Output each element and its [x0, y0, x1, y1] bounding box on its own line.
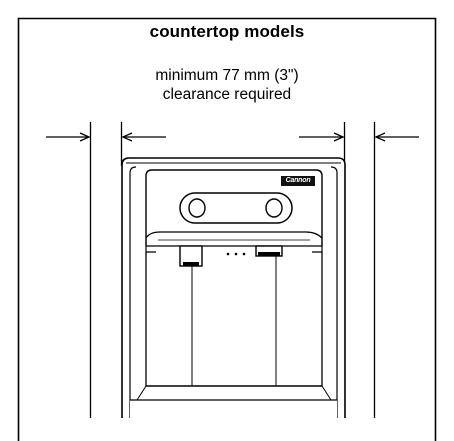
indicator-dot	[226, 252, 230, 256]
cabinet-inner-left	[129, 166, 137, 418]
arrow-left-outer	[46, 132, 91, 142]
base-band	[130, 400, 337, 418]
tap-left-nozzle	[183, 262, 199, 266]
diagram-title: countertop models	[149, 22, 305, 41]
border-frame	[17, 17, 437, 441]
button-right	[265, 198, 283, 218]
cabinet-inner-right	[330, 166, 338, 418]
arrow-right-outer	[374, 132, 419, 142]
arrow-right-inner	[299, 132, 345, 142]
tap-right-nozzle	[258, 252, 280, 256]
clearance-note: minimum 77 mm (3") clearance required	[0, 66, 454, 104]
water-cooler	[121, 157, 346, 418]
clearance-note-line1: minimum 77 mm (3")	[155, 67, 299, 84]
brand-badge: Cannon	[281, 176, 315, 186]
arrow-left-inner	[121, 132, 166, 142]
button-left	[188, 198, 206, 218]
base-bevel-right	[321, 385, 332, 401]
dispenser-ledge	[145, 231, 323, 247]
indicator-dot	[234, 252, 238, 256]
base-bevel-left	[136, 385, 147, 401]
indicator-dot	[242, 252, 246, 256]
control-pod	[179, 192, 293, 224]
clearance-note-line2: clearance required	[162, 86, 292, 103]
